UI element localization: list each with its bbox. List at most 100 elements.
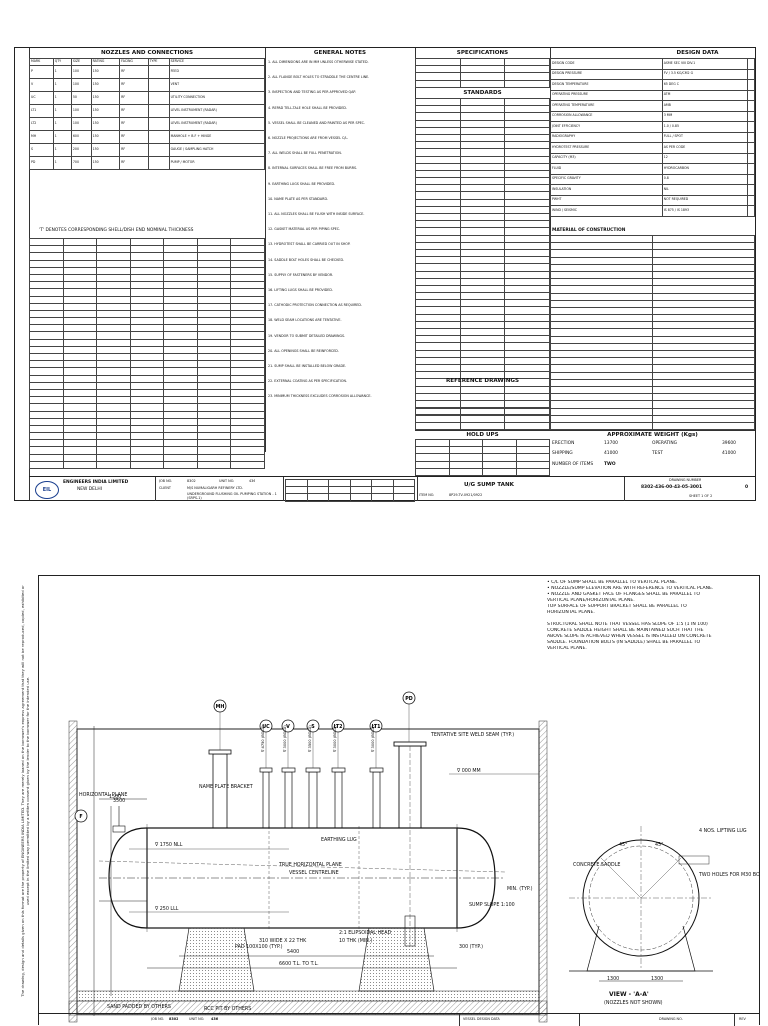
blank-cell bbox=[29, 252, 64, 261]
unit-no: 436 bbox=[249, 479, 256, 483]
blank-cell bbox=[196, 396, 232, 405]
reference-cell bbox=[415, 414, 461, 423]
nozzle-elevation: ∇ 3000 (BOLD) bbox=[371, 725, 375, 753]
blank-cell bbox=[62, 237, 98, 247]
standard-cell bbox=[459, 148, 506, 157]
nozzle-tag-label: LT1 bbox=[372, 724, 381, 730]
standard-row bbox=[415, 220, 550, 229]
moc-row bbox=[550, 249, 755, 258]
nozzle-rating: 150 bbox=[90, 143, 121, 158]
s2-vessel-label: VESSEL DESIGN DATA bbox=[463, 1017, 500, 1021]
blank-cell bbox=[29, 396, 64, 405]
blank-cell bbox=[96, 345, 131, 355]
blank-cell bbox=[129, 288, 165, 297]
blank-cell bbox=[196, 338, 232, 347]
blank-row bbox=[29, 345, 265, 355]
moc-cell bbox=[550, 263, 653, 272]
blank-row bbox=[29, 273, 265, 283]
design-param: PWHT bbox=[550, 194, 663, 206]
blank-cell bbox=[96, 352, 131, 362]
title-block: EIL ENGINEERS INDIA LIMITED NEW DELHI JO… bbox=[29, 476, 755, 502]
design-param: DESIGN PRESSURE bbox=[550, 68, 663, 80]
blank-row bbox=[29, 446, 265, 455]
blank-cell bbox=[129, 345, 165, 355]
holdup-cell bbox=[515, 467, 550, 476]
moc-cell bbox=[652, 400, 755, 409]
blank-row bbox=[29, 432, 265, 441]
standard-cell bbox=[504, 148, 550, 157]
standard-cell bbox=[504, 371, 550, 380]
specifications-title: SPECIFICATIONS bbox=[456, 50, 509, 56]
reference-cell bbox=[459, 393, 506, 402]
reference-cell bbox=[415, 407, 461, 416]
project-name: UNDERGROUND FLUSHING OIL PUMPING STATION… bbox=[187, 492, 277, 501]
standard-cell bbox=[415, 148, 461, 157]
blank-cell bbox=[29, 237, 64, 247]
design-param: OPERATING PRESSURE bbox=[550, 89, 663, 101]
design-row: CAPACITY (M3)12 bbox=[550, 152, 756, 164]
design-value: IS 875 / IS 1893 bbox=[661, 205, 748, 217]
design-value: 3 MM bbox=[661, 110, 748, 122]
general-notes-title: GENERAL NOTES bbox=[313, 50, 367, 56]
moc-cell bbox=[652, 407, 755, 416]
moc-cell bbox=[652, 242, 755, 251]
revision-cell bbox=[328, 493, 351, 502]
reference-cell bbox=[459, 414, 506, 423]
revision: 0 bbox=[745, 485, 749, 490]
general-note: 6. NOZZLE PROJECTIONS ARE FROM VESSEL C/… bbox=[268, 136, 349, 141]
moc-row bbox=[550, 278, 755, 287]
blank-cell bbox=[29, 309, 64, 319]
sheet2-note: • NOZZLE/SUMP ELEVATION ARE WITH REFEREN… bbox=[547, 586, 714, 591]
blank-cell bbox=[230, 245, 265, 254]
blank-cell bbox=[129, 439, 165, 448]
general-notes-panel: GENERAL NOTES 1. ALL DIMENSIONS ARE IN M… bbox=[265, 48, 416, 452]
blank-row bbox=[29, 302, 265, 311]
moc-cell bbox=[550, 400, 653, 409]
nozzle-header: RATING bbox=[90, 57, 121, 67]
weight-row-1: ERECTION 13700 OPERATING 39600 bbox=[552, 441, 736, 446]
moc-cell bbox=[550, 256, 653, 265]
standard-cell bbox=[504, 378, 550, 387]
design-param: INSULATION bbox=[550, 184, 663, 196]
drawing-title: U/G SUMP TANK bbox=[463, 482, 515, 488]
blank-cell bbox=[62, 417, 98, 426]
moc-cell bbox=[550, 414, 653, 423]
nozzle-elevation: ∇ 3000 (BOLD) bbox=[283, 725, 287, 753]
blank-cell bbox=[96, 403, 131, 412]
nozzle-service: LEVEL INSTRUMENT (RADAR) bbox=[168, 117, 266, 132]
blank-cell bbox=[29, 388, 64, 398]
blank-cell bbox=[62, 273, 98, 283]
standard-row bbox=[415, 212, 550, 222]
standard-cell bbox=[415, 169, 461, 179]
blank-cell bbox=[163, 388, 198, 398]
blank-cell bbox=[196, 374, 232, 383]
spec-cell bbox=[504, 72, 550, 81]
moc-row bbox=[550, 393, 755, 402]
design-param: CORROSION ALLOWANCE bbox=[550, 110, 663, 122]
nozzle-facing: RF bbox=[119, 117, 149, 132]
nozzle-header: SERVICE bbox=[168, 57, 266, 67]
blank-cell bbox=[96, 237, 131, 247]
blank-cell bbox=[196, 460, 232, 470]
label-angle2: 45° bbox=[655, 842, 664, 848]
moc-row bbox=[550, 371, 755, 380]
blank-cell bbox=[62, 302, 98, 311]
blank-cell bbox=[196, 403, 232, 412]
label-hor-plane: HORIZONTAL PLANE bbox=[79, 792, 127, 798]
blank-cell bbox=[129, 403, 165, 412]
blank-cell bbox=[163, 424, 198, 434]
label-bolt-holes: TWO HOLES FOR M30 BOLTS bbox=[698, 872, 759, 878]
revision-table bbox=[285, 478, 415, 502]
blank-cell bbox=[129, 352, 165, 362]
weight-operating-value: 39600 bbox=[722, 441, 736, 446]
general-note: 1. ALL DIMENSIONS ARE IN MM UNLESS OTHER… bbox=[268, 60, 369, 64]
s2-drawing-label: DRAWING NO. bbox=[659, 1017, 683, 1021]
moc-cell bbox=[652, 263, 755, 272]
blank-cell bbox=[29, 439, 64, 448]
blank-row bbox=[29, 381, 265, 390]
blank-cell bbox=[163, 324, 198, 333]
